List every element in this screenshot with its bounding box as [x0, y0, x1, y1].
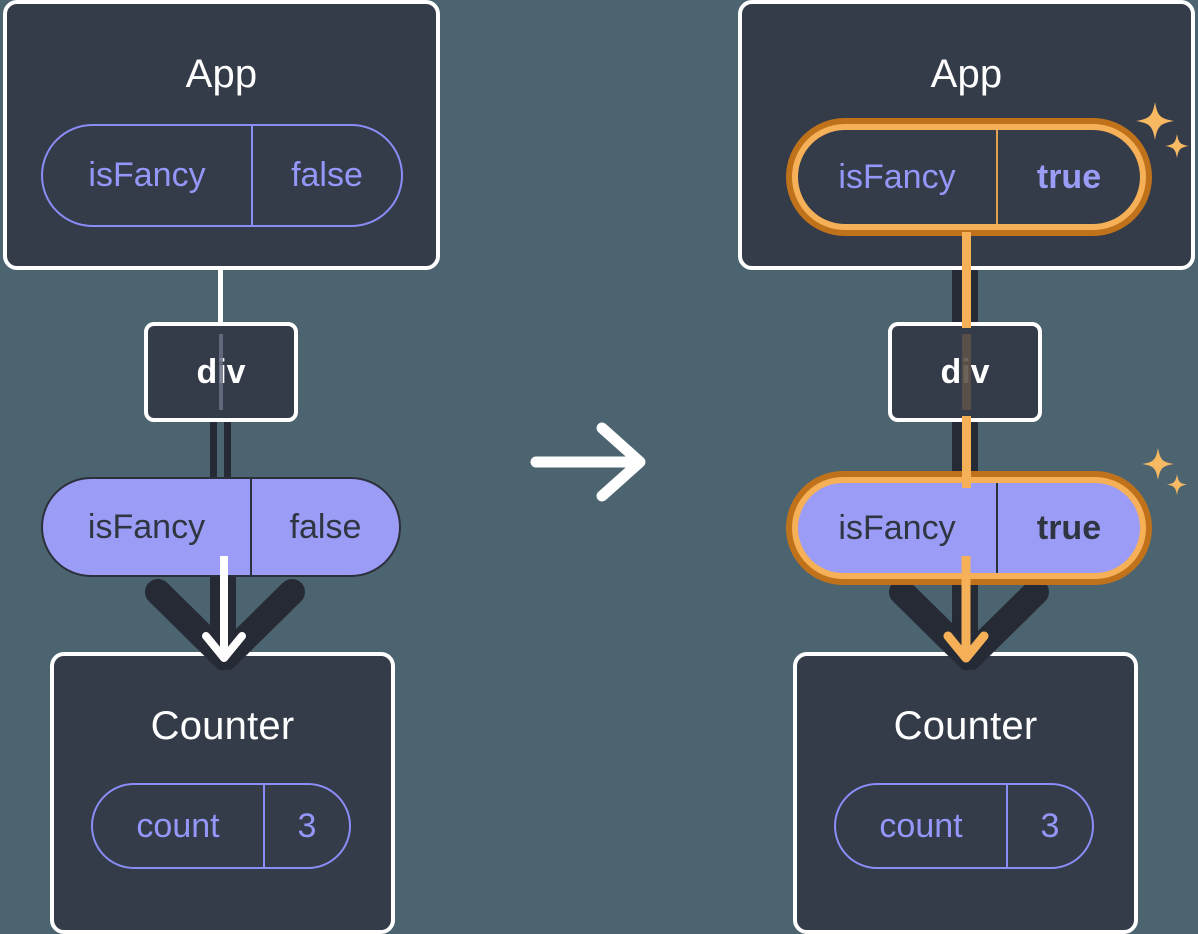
state-pill-isfancy-before: isFancy false [41, 124, 403, 227]
connector-div-to-prop-after-orange [962, 416, 971, 488]
component-title-app-after: App [930, 52, 1003, 96]
prop-pill-value-before: false [250, 479, 399, 575]
sparkle-icon-app-after [1136, 102, 1189, 158]
prop-pill-value-after: true [996, 483, 1140, 573]
state-pill-count-value-after: 3 [1006, 785, 1092, 867]
prop-pill-isfancy-after: isFancy true [786, 471, 1152, 585]
right-arrow-icon [530, 422, 646, 502]
state-pill-highlight-inner-after: isFancy true [792, 124, 1146, 230]
inner-thread-div-after [962, 334, 971, 410]
state-pill-count-name-after: count [879, 806, 963, 845]
connector-app-to-div-after-orange [962, 232, 971, 328]
state-pill-value-after: true [996, 130, 1140, 224]
prop-pill-highlight-inner-after: isFancy true [792, 477, 1146, 579]
inner-thread-div-before [219, 334, 223, 410]
state-pill-count-before: count 3 [91, 783, 351, 869]
state-pill-count-after: count 3 [834, 783, 1094, 869]
flow-arrow-orange-after [943, 556, 989, 663]
prop-pill-name-after: isFancy [838, 508, 956, 547]
state-pill-name-after: isFancy [838, 157, 956, 196]
connector-div-to-prop-before [210, 418, 217, 486]
state-pill-core-after: isFancy true [798, 130, 1140, 224]
state-pill-count-value-before: 3 [263, 785, 349, 867]
component-title-app-before: App [185, 52, 258, 96]
prop-pill-name-before: isFancy [87, 507, 206, 546]
state-pill-isfancy-after: isFancy true [786, 118, 1152, 236]
component-title-counter-before: Counter [150, 704, 295, 748]
state-pill-name-before: isFancy [88, 156, 206, 194]
connector-app-to-div-before [218, 266, 223, 324]
component-title-counter-after: Counter [893, 704, 1038, 748]
flow-arrow-white-before [202, 556, 246, 662]
connector-div-to-prop-before-2 [224, 418, 231, 486]
state-pill-count-name-before: count [136, 806, 220, 845]
sparkle-icon-prop-after [1142, 448, 1187, 495]
state-pill-value-before: false [251, 126, 401, 225]
